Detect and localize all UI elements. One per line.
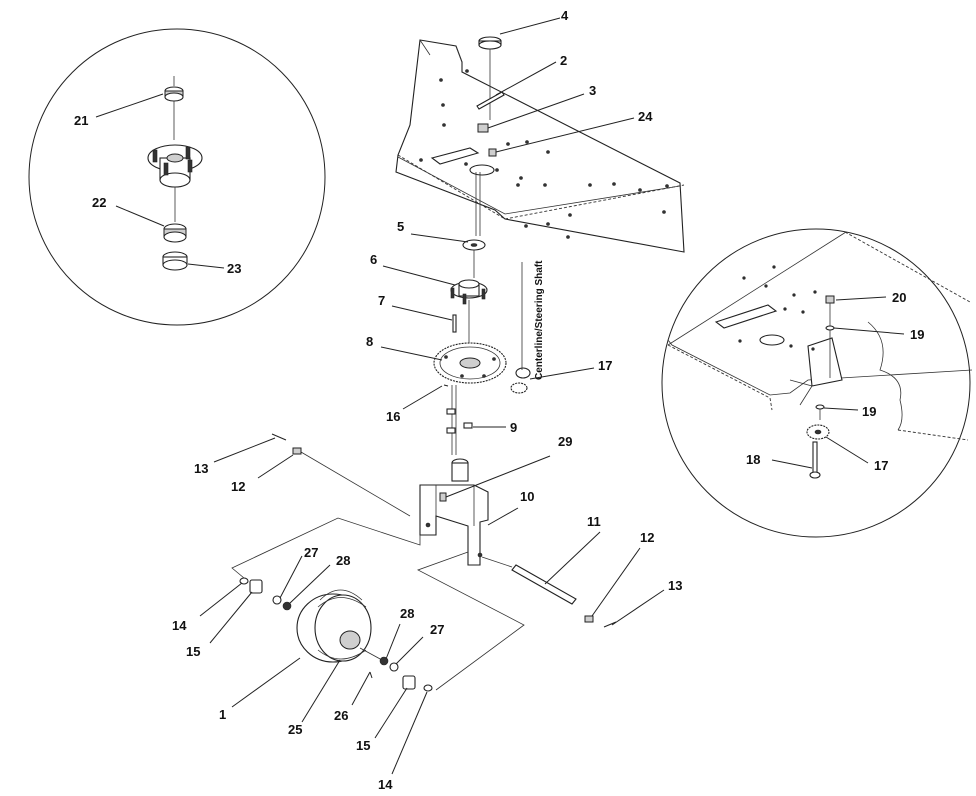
callout-29: 29 bbox=[558, 434, 572, 449]
bearing-21-part bbox=[164, 76, 184, 140]
callout-25: 25 bbox=[288, 722, 302, 737]
callout-16: 16 bbox=[386, 409, 400, 424]
callout-labels: 4 2 3 24 5 6 7 8 16 9 17 29 10 11 12 13 … bbox=[74, 8, 924, 792]
callout-8: 8 bbox=[366, 334, 373, 349]
callout-10: 10 bbox=[520, 489, 534, 504]
axle-11-part bbox=[481, 531, 601, 605]
callout-22: 22 bbox=[92, 195, 106, 210]
callout-28b: 28 bbox=[400, 606, 414, 621]
wheel-assembly-part bbox=[296, 589, 383, 679]
callout-20: 20 bbox=[892, 290, 906, 305]
callout-9: 9 bbox=[510, 420, 517, 435]
callout-3: 3 bbox=[589, 83, 596, 98]
hub-detail-circle bbox=[28, 28, 326, 326]
callout-14a: 14 bbox=[172, 618, 187, 633]
callout-24: 24 bbox=[638, 109, 653, 124]
hub-part bbox=[147, 144, 203, 222]
steering-shaft-stack bbox=[433, 172, 531, 455]
callout-28a: 28 bbox=[336, 553, 350, 568]
caster-fork-part bbox=[419, 458, 489, 566]
callout-17b: 17 bbox=[874, 458, 888, 473]
callout-6: 6 bbox=[370, 252, 377, 267]
callout-19b: 19 bbox=[862, 404, 876, 419]
callout-13a: 13 bbox=[194, 461, 208, 476]
callout-11: 11 bbox=[587, 514, 601, 529]
callout-2: 2 bbox=[560, 53, 567, 68]
centerline-annotation: Centerline/Steering Shaft bbox=[534, 260, 545, 380]
pin-2-part bbox=[476, 91, 505, 110]
callout-17a: 17 bbox=[598, 358, 612, 373]
callout-26: 26 bbox=[334, 708, 348, 723]
deck-plate-part bbox=[395, 39, 685, 253]
bearing-22-part bbox=[163, 223, 187, 243]
callout-21: 21 bbox=[74, 113, 88, 128]
callout-12b: 12 bbox=[640, 530, 654, 545]
callout-7: 7 bbox=[378, 293, 385, 308]
callout-12a: 12 bbox=[231, 479, 245, 494]
callout-19a: 19 bbox=[910, 327, 924, 342]
callout-15a: 15 bbox=[186, 644, 200, 659]
callout-27a: 27 bbox=[304, 545, 318, 560]
callout-13b: 13 bbox=[668, 578, 682, 593]
callout-23: 23 bbox=[227, 261, 241, 276]
callout-14b: 14 bbox=[378, 777, 393, 791]
callout-5: 5 bbox=[397, 219, 404, 234]
cap-4-part bbox=[478, 36, 502, 120]
callout-27b: 27 bbox=[430, 622, 444, 637]
callout-15b: 15 bbox=[356, 738, 370, 753]
sprocket-detail-circle bbox=[661, 228, 973, 538]
callout-18: 18 bbox=[746, 452, 760, 467]
race-23-part bbox=[162, 251, 188, 271]
callout-4: 4 bbox=[561, 8, 569, 23]
callout-1: 1 bbox=[219, 707, 226, 722]
